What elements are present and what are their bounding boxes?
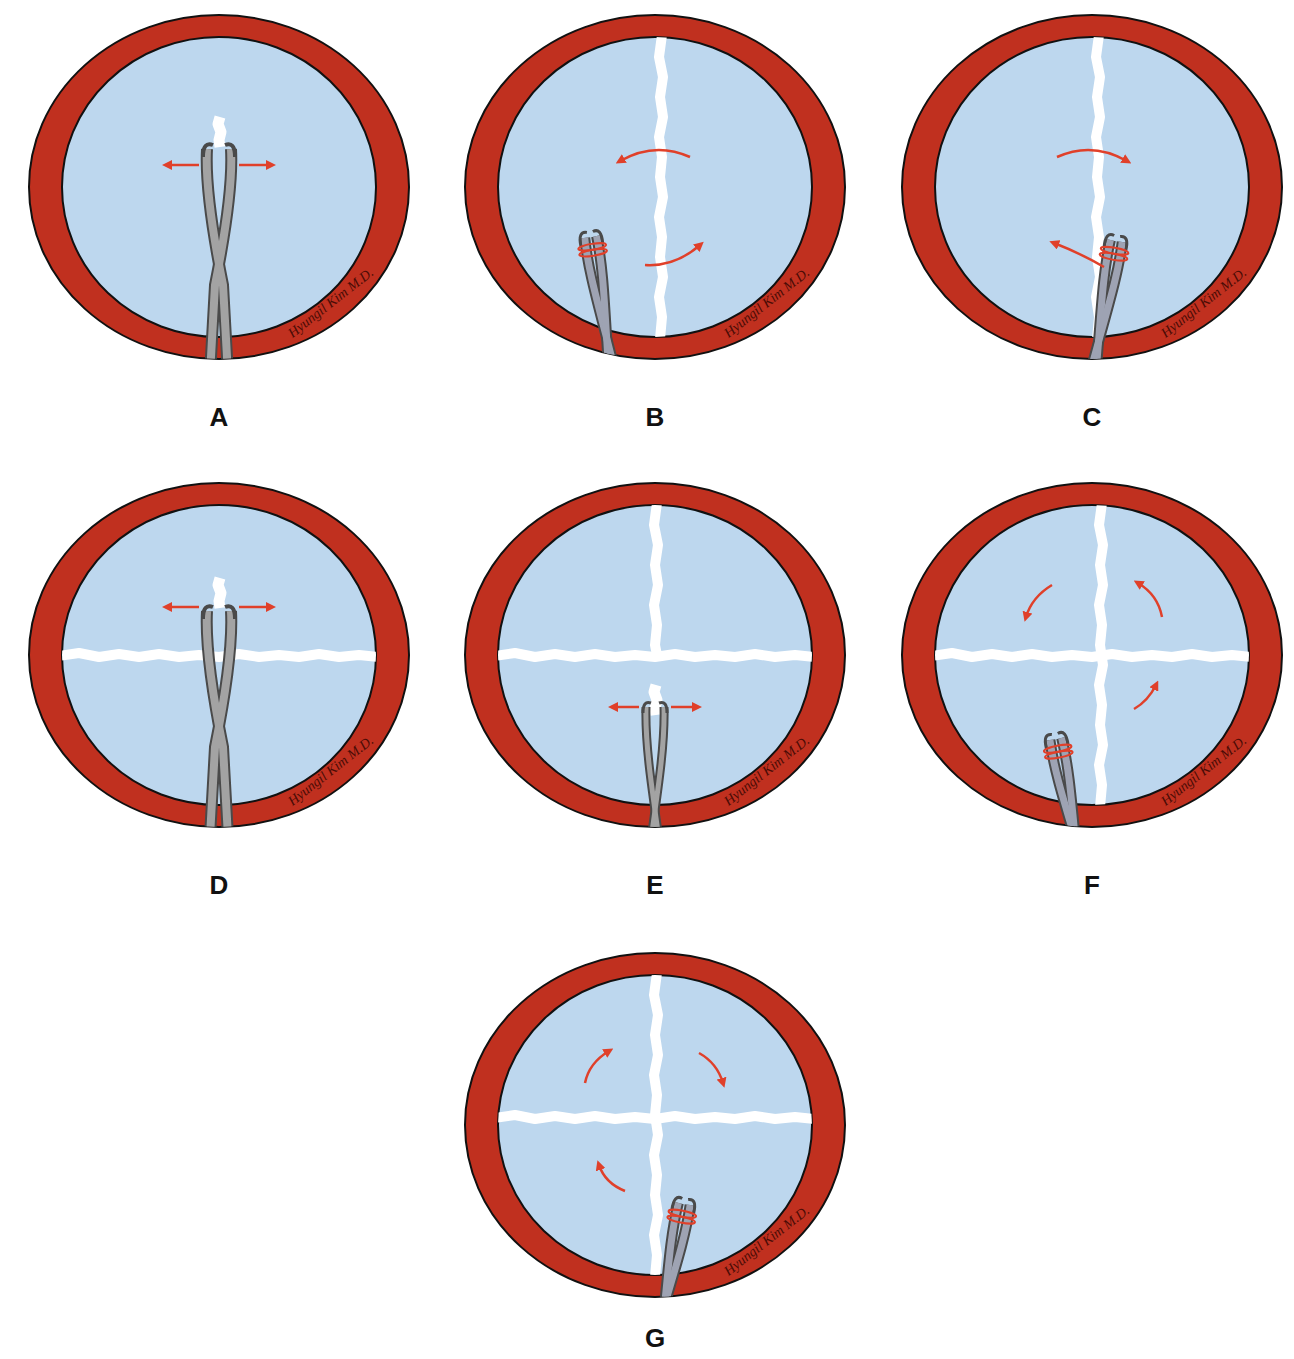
spread-arrow (613, 706, 639, 709)
forceps (576, 229, 629, 393)
incision (932, 653, 1252, 657)
panel-f (902, 483, 1282, 895)
incision (654, 973, 658, 1277)
vessel-ring (465, 483, 845, 827)
rotation-arrow (1057, 150, 1127, 161)
rotation-arrow (1134, 685, 1156, 709)
vessel-ring (465, 15, 845, 359)
artist-signature: Hyungil Kim M.D. (286, 733, 377, 808)
artist-signature: Hyungil Kim M.D. (286, 265, 377, 340)
panel-letter: C (1083, 404, 1102, 430)
forceps (203, 144, 235, 375)
panel-d (29, 483, 409, 837)
panel-e (465, 483, 845, 853)
vessel-ring (902, 483, 1282, 827)
panel-g (465, 953, 845, 1359)
artist-signature: Hyungil Kim M.D. (1159, 733, 1250, 808)
rotation-arrow (1138, 583, 1162, 617)
artist-signature: Hyungil Kim M.D. (722, 1203, 813, 1278)
forceps (1041, 731, 1099, 895)
vessel-ring (902, 15, 1282, 359)
artist-signature: Hyungil Kim M.D. (1159, 265, 1250, 340)
incision (218, 578, 221, 608)
artist-signature: Hyungil Kim M.D. (722, 265, 813, 340)
incision (654, 503, 658, 655)
spread-arrow (671, 706, 697, 709)
rotation-arrow (620, 150, 690, 161)
spread-arrow (239, 164, 271, 167)
incision (218, 117, 221, 147)
rotation-arrow (699, 1053, 723, 1083)
spread-arrow (239, 606, 271, 609)
panel-letter: B (646, 404, 665, 430)
panel-c (902, 15, 1282, 397)
rotation-arrow (645, 245, 700, 265)
rotation-arrow (1026, 585, 1052, 617)
rotation-arrow (585, 1051, 609, 1083)
panel-letter: F (1084, 872, 1100, 898)
forceps (1075, 233, 1131, 397)
rotation-arrow (1054, 243, 1104, 267)
panel-letter: D (210, 872, 229, 898)
incision (59, 653, 379, 657)
forceps (641, 1196, 699, 1359)
spread-arrow (167, 164, 199, 167)
incision (659, 35, 663, 339)
panel-b (465, 15, 845, 393)
panel-a (29, 15, 409, 375)
artist-signature: Hyungil Kim M.D. (722, 733, 813, 808)
rotation-arrow (599, 1165, 625, 1191)
forceps (643, 702, 667, 853)
panel-letter: E (646, 872, 663, 898)
incision (1099, 503, 1103, 807)
forceps (203, 606, 235, 837)
panel-letter: A (210, 404, 229, 430)
spread-arrow (167, 606, 199, 609)
panel-letter: G (645, 1325, 665, 1351)
vessel-ring (465, 953, 845, 1297)
incision (654, 685, 657, 715)
